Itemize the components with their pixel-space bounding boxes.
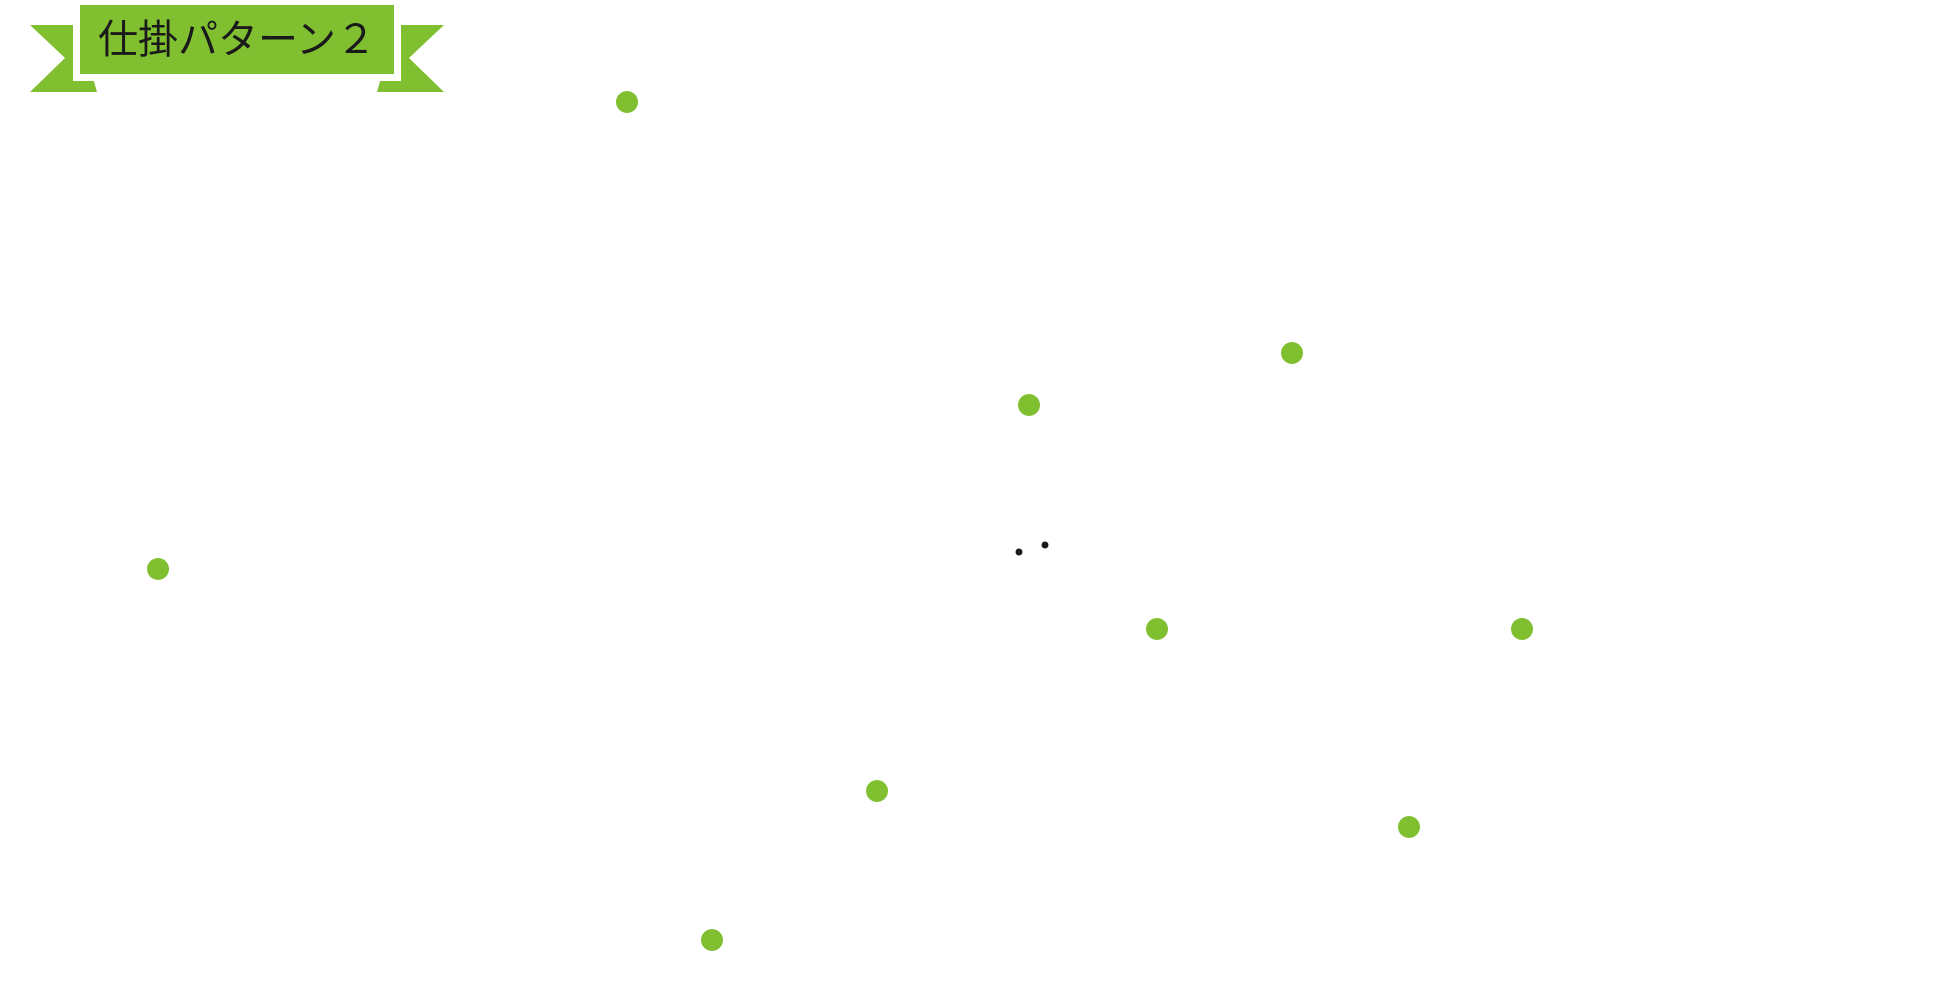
center-mark	[1041, 541, 1049, 549]
ribbon-title: 仕掛パターン２	[98, 17, 376, 63]
ribbon-band	[80, 5, 394, 74]
green-dot	[1511, 618, 1533, 640]
green-dot	[1018, 394, 1040, 416]
center-mark	[1015, 548, 1023, 556]
title-ribbon: 仕掛パターン２	[30, 3, 444, 92]
green-dots	[147, 91, 1533, 951]
green-dot	[1146, 618, 1168, 640]
green-dot	[866, 780, 888, 802]
green-dot	[147, 558, 169, 580]
green-dot	[1281, 342, 1303, 364]
green-dot	[1398, 816, 1420, 838]
green-dot	[701, 929, 723, 951]
center-marks	[1015, 541, 1049, 556]
green-dot	[616, 91, 638, 113]
